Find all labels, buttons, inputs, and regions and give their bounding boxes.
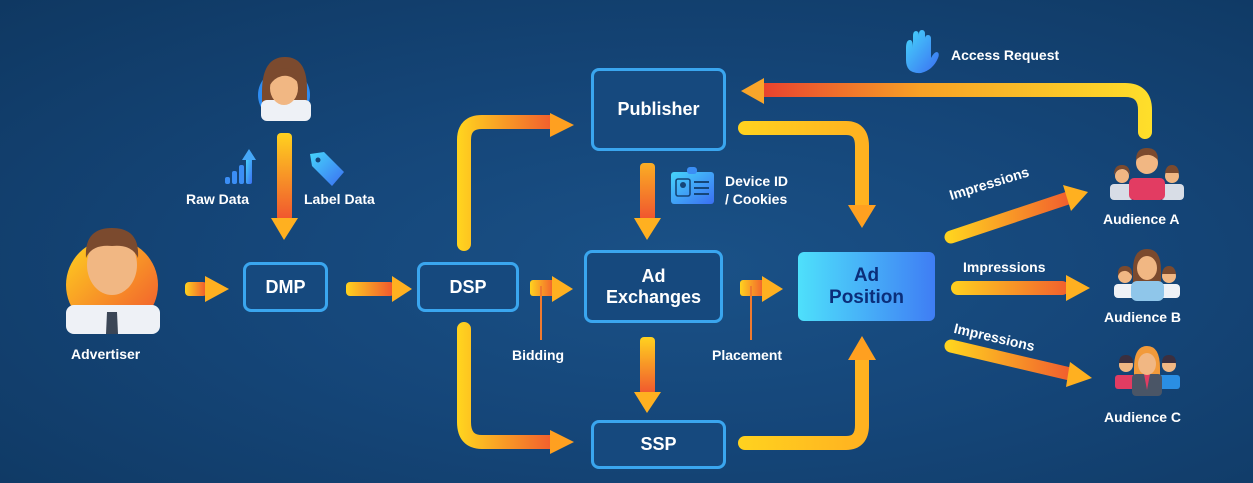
dsp-label: DSP [449,276,487,297]
ssp-node: SSP [591,420,726,469]
audience-c-icon [1115,346,1180,396]
audience-b-icon [1114,249,1180,301]
ad-exchanges-label-line1: Ad [641,265,666,286]
advertiser-icon [66,228,160,334]
placement-label: Placement [712,347,783,363]
device-id-label-line2: / Cookies [725,191,788,207]
publisher-node: Publisher [591,68,726,151]
arrow-impressions-b [951,275,1090,301]
arrow-data-to-dmp [271,133,298,240]
ssp-label: SSP [640,434,677,455]
arrow-access-request [741,78,1152,139]
arrow-impressions-c [944,339,1092,387]
arrow-publisher-to-adposition [738,121,876,228]
audience-a-label: Audience A [1103,211,1180,227]
label-data-label: Label Data [304,191,375,207]
device-id-label: Device ID / Cookies [725,172,788,208]
arrow-advertiser-to-dmp [185,276,229,302]
arrow-placement [740,276,783,340]
arrow-publisher-to-exchanges [634,163,661,240]
arrow-ssp-to-adposition [738,336,876,450]
device-id-label-line1: Device ID [725,173,789,189]
access-request-label: Access Request [951,47,1060,63]
arrow-dsp-to-ssp [457,322,574,454]
arrow-impressions-a [944,185,1088,244]
audience-b-label: Audience B [1104,309,1182,325]
ad-position-label-line2: Position [829,286,904,308]
arrow-dmp-to-dsp [346,276,412,302]
impressions-b-label: Impressions [963,259,1046,275]
arrow-exchanges-to-ssp [634,337,661,413]
arrow-bidding [530,276,573,340]
ad-exchanges-node: Ad Exchanges [584,250,723,323]
publisher-label: Publisher [617,99,700,120]
hand-icon [906,30,939,74]
data-provider-icon [258,57,311,121]
dmp-node: DMP [243,262,328,312]
dsp-node: DSP [417,262,519,312]
raw-data-label: Raw Data [186,191,250,207]
audience-a-icon [1110,148,1184,200]
raw-data-icon [225,149,256,184]
ad-position-node: Ad Position [798,252,935,321]
arrow-dsp-to-publisher [457,113,574,251]
advertiser-label: Advertiser [71,346,141,362]
dmp-label: DMP [265,276,306,297]
label-data-icon [310,152,344,186]
ad-position-label-line1: Ad [853,264,880,286]
bidding-label: Bidding [512,347,565,363]
ad-exchanges-label-line2: Exchanges [605,286,702,307]
audience-c-label: Audience C [1104,409,1182,425]
device-id-icon [671,167,714,204]
